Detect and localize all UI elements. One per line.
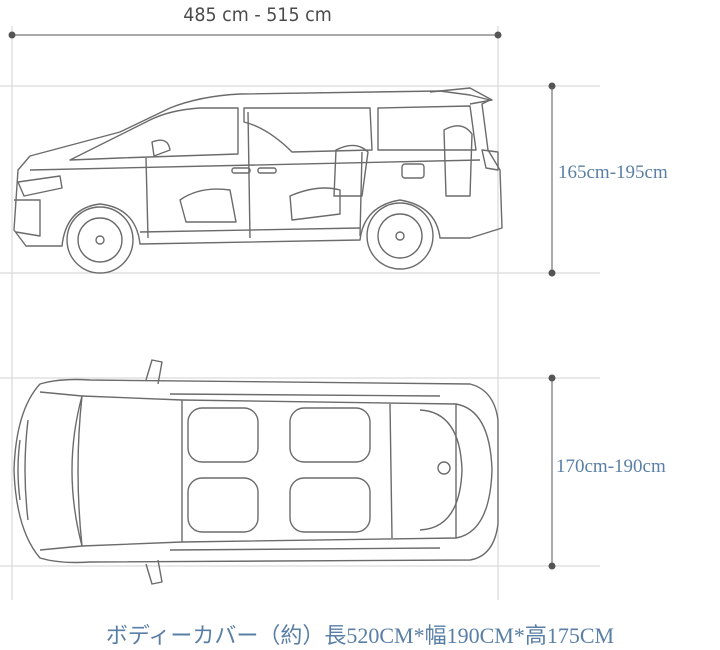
side-view-van bbox=[13, 87, 503, 274]
height-label: 165cm-195cm bbox=[558, 162, 668, 183]
length-dimension-line bbox=[8, 31, 502, 39]
height-dimension-line bbox=[548, 82, 556, 277]
body-cover-caption: ボディーカバー（約）長520CM*幅190CM*高175CM bbox=[105, 623, 615, 648]
width-dimension-line bbox=[548, 374, 556, 570]
top-view-van bbox=[13, 359, 499, 585]
width-label: 170cm-190cm bbox=[556, 456, 666, 477]
length-label: 485 cm - 515 cm bbox=[183, 4, 332, 26]
guide-lines bbox=[0, 26, 600, 600]
